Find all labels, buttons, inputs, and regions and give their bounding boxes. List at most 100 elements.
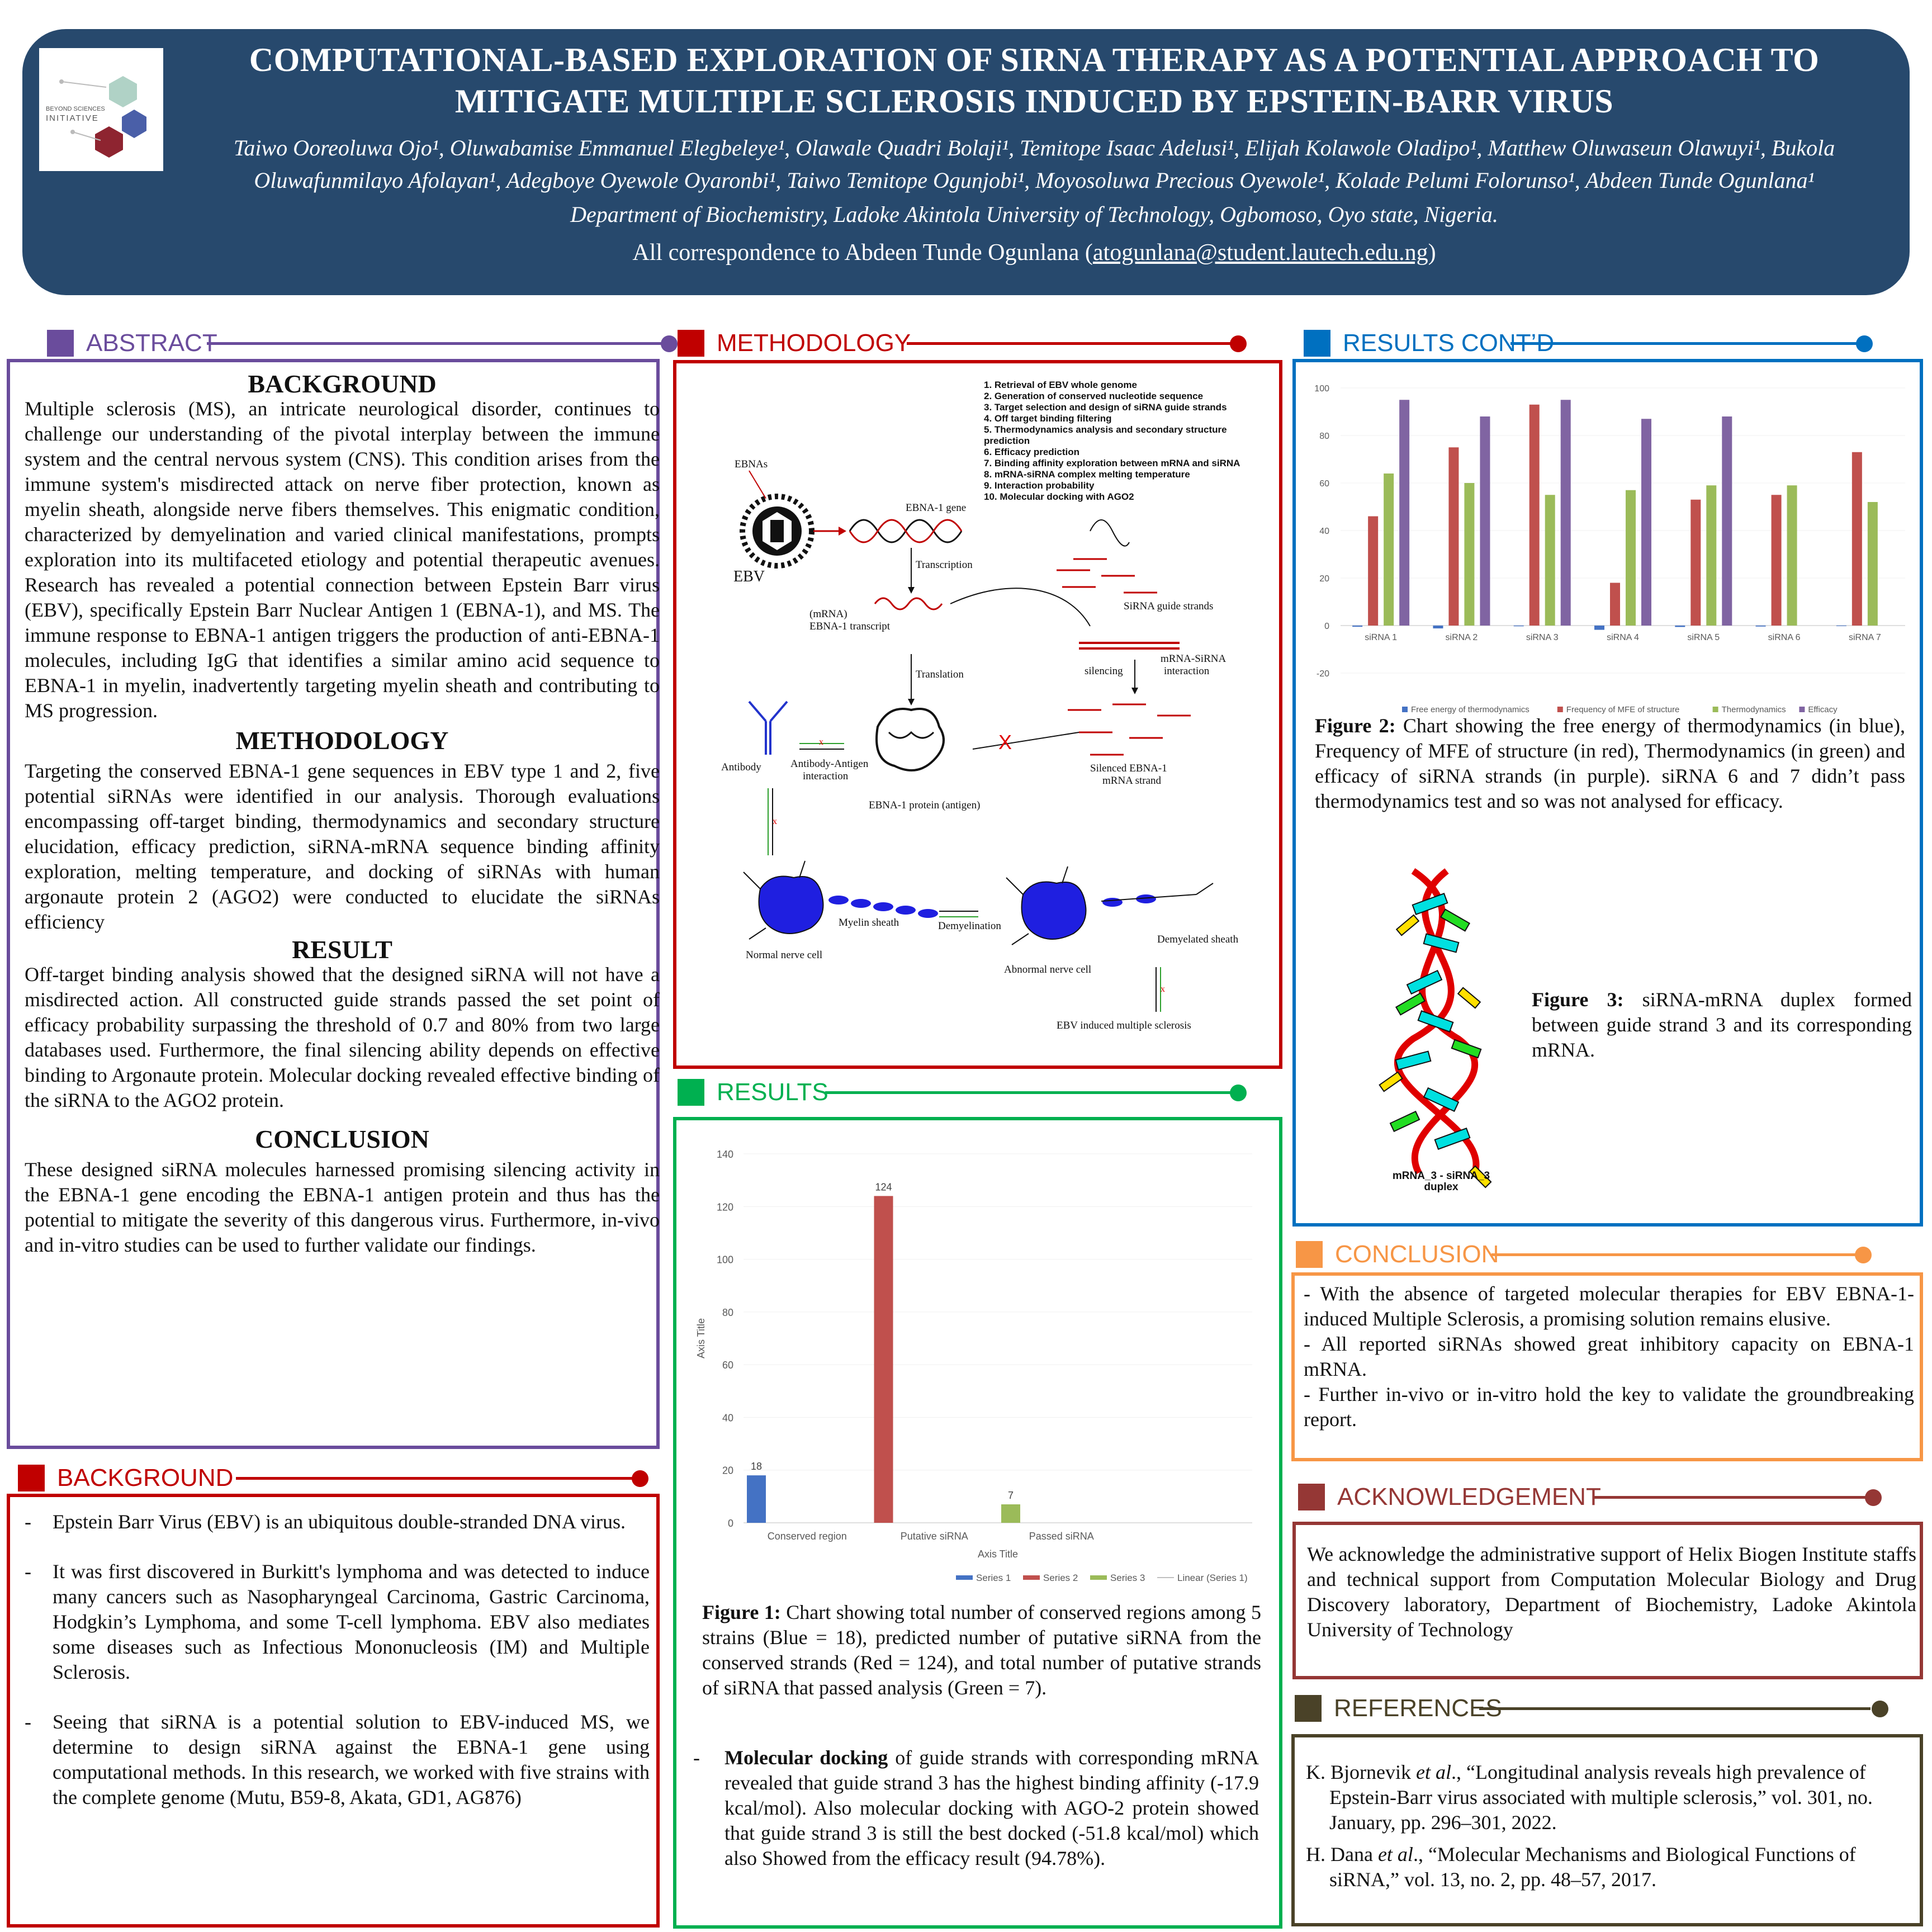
- bar: [1368, 516, 1379, 626]
- conclusion-item: - Further in-vivo or in-vitro hold the k…: [1304, 1383, 1914, 1431]
- legend-label: Series 2: [1043, 1573, 1078, 1583]
- label-normal-cell: Normal nerve cell: [746, 949, 822, 961]
- legend-swatch: [1557, 707, 1563, 712]
- acknowledgement-heading: ACKNOWLEDGEMENT: [1337, 1483, 1601, 1510]
- y-tick-label: 20: [1319, 574, 1329, 584]
- label-demyelated-sheath: Demyelated sheath: [1157, 934, 1239, 945]
- section-header-references: REFERENCES: [1295, 1692, 1888, 1725]
- sirna-squiggle-icon: [1090, 519, 1130, 547]
- x-tick-label: siRNA 6: [1768, 633, 1801, 642]
- duplex-label-sub: duplex: [1424, 1181, 1459, 1193]
- label-transcription: Transcription: [916, 559, 973, 571]
- method-step: 8. mRNA-siRNA complex melting temperatur…: [984, 469, 1190, 480]
- legend-label: Frequency of MFE of structure: [1566, 705, 1680, 714]
- legend-swatch: [1799, 707, 1805, 712]
- y-tick-label: 40: [722, 1412, 733, 1423]
- y-tick-label: 60: [1319, 479, 1329, 489]
- bar: [1448, 447, 1459, 626]
- bar: [747, 1475, 766, 1523]
- institute-logo: BEYOND SCIENCES INITIATIVE: [39, 48, 163, 171]
- ebna1-protein-icon: [875, 708, 945, 771]
- method-step: 1. Retrieval of EBV whole genome: [984, 380, 1137, 390]
- method-step: 2. Generation of conserved nucleotide se…: [984, 391, 1203, 401]
- label-mrna: (mRNA): [809, 608, 847, 620]
- normal-nerve-cell-icon: [743, 860, 938, 940]
- method-step: 7. Binding affinity exploration between …: [984, 458, 1240, 468]
- silenced-strands-icon: [1068, 703, 1191, 756]
- bar: [1690, 499, 1701, 626]
- label-sirna-guide: SiRNA guide strands: [1124, 600, 1213, 612]
- figure2-label: Figure 2:: [1315, 714, 1396, 737]
- bar: [1610, 583, 1620, 626]
- block-x-mark: X: [998, 731, 1012, 754]
- reference-item: K. Bjornevik et al., “Longitudinal analy…: [1306, 1760, 1910, 1835]
- label-interaction: interaction: [1164, 665, 1210, 677]
- reference-author: K. Bjornevik: [1306, 1761, 1416, 1783]
- section-header-methodology: METHODOLOGY: [678, 326, 1248, 360]
- x-tick-label: Passed siRNA: [1029, 1531, 1094, 1542]
- bar: [1433, 626, 1443, 629]
- bar: [1852, 452, 1862, 626]
- x-tick-label: siRNA 4: [1607, 633, 1639, 642]
- section-header-results: RESULTS: [678, 1076, 1248, 1109]
- references-box: K. Bjornevik et al., “Longitudinal analy…: [1291, 1734, 1923, 1926]
- duplex-structure-image: [1379, 868, 1492, 1188]
- bar: [1384, 473, 1394, 626]
- figure1-caption: Figure 1: Chart showing total number of …: [702, 1600, 1261, 1701]
- x-tick-label: siRNA 1: [1365, 633, 1397, 642]
- x-tick-label: siRNA 2: [1446, 633, 1478, 642]
- bar: [1001, 1504, 1020, 1523]
- y-tick-label: 120: [717, 1201, 733, 1213]
- legend-label: Series 1: [976, 1573, 1011, 1583]
- bar: [1480, 416, 1490, 626]
- reference-author: H. Dana: [1306, 1843, 1378, 1865]
- conclusion-heading: CONCLUSION: [1335, 1240, 1499, 1268]
- bar: [1641, 419, 1651, 626]
- data-label: 7: [1008, 1490, 1014, 1501]
- conclusion-item: - All reported siRNAs showed great inhib…: [1304, 1333, 1914, 1380]
- ebv-virus-icon: [740, 494, 815, 569]
- x-tick-label: siRNA 5: [1687, 633, 1720, 642]
- section-header-results-cont: RESULTS CONT’D: [1304, 326, 1879, 360]
- conclusion-item: - With the absence of targeted molecular…: [1304, 1282, 1914, 1330]
- department: Department of Biochemistry, Ladoke Akint…: [570, 202, 1498, 227]
- results-heading: RESULTS: [717, 1078, 828, 1106]
- logo-text-bottom: INITIATIVE: [46, 113, 99, 123]
- label-ebv: EBV: [733, 568, 765, 585]
- legend-label: Linear (Series 1): [1177, 1573, 1248, 1583]
- abstract-box: BACKGROUND Multiple sclerosis (MS), an i…: [7, 359, 660, 1449]
- block-x-mark: x: [773, 817, 777, 826]
- bar: [874, 1196, 893, 1523]
- legend-label: Series 3: [1110, 1573, 1145, 1583]
- figure3-label: Figure 3:: [1532, 988, 1624, 1011]
- conclusion-box: - With the absence of targeted molecular…: [1291, 1272, 1923, 1461]
- label-demyelination: Demyelination: [938, 920, 1001, 932]
- bar: [1464, 483, 1475, 626]
- label-mrna-strand: mRNA strand: [1102, 775, 1162, 787]
- block-x-mark: x: [1161, 984, 1165, 994]
- section-header-acknowledgement: ACKNOWLEDGEMENT: [1298, 1480, 1885, 1514]
- mrna-sirna-complex-icon: [1079, 642, 1180, 650]
- email-link[interactable]: atogunlana@student.lautech.edu.ng: [1092, 240, 1428, 266]
- y-tick-label: 100: [1314, 384, 1329, 394]
- methodology-box: 1. Retrieval of EBV whole genome 2. Gene…: [673, 360, 1282, 1069]
- y-tick-label: 0: [728, 1518, 733, 1529]
- label-ab-ag: Antibody-Antigen: [790, 758, 869, 770]
- y-tick-label: 80: [1319, 432, 1329, 441]
- bar: [1787, 485, 1797, 626]
- y-tick-label: 140: [717, 1149, 733, 1160]
- docking-bold: Molecular docking: [724, 1746, 888, 1769]
- correspondence: All correspondence to Abdeen Tunde Ogunl…: [168, 239, 1901, 266]
- y-tick-label: 80: [722, 1307, 733, 1318]
- bar: [1706, 485, 1717, 626]
- label-ebna1-protein: EBNA-1 protein (antigen): [869, 799, 980, 811]
- bar: [1399, 400, 1410, 626]
- label-abnormal-cell: Abnormal nerve cell: [1004, 964, 1091, 976]
- references-heading: REFERENCES: [1334, 1694, 1502, 1722]
- bar: [1755, 626, 1766, 627]
- method-step: 5. Thermodynamics analysis and secondary…: [984, 424, 1227, 435]
- x-tick-label: siRNA 3: [1526, 633, 1559, 642]
- label-translation: Translation: [916, 669, 964, 680]
